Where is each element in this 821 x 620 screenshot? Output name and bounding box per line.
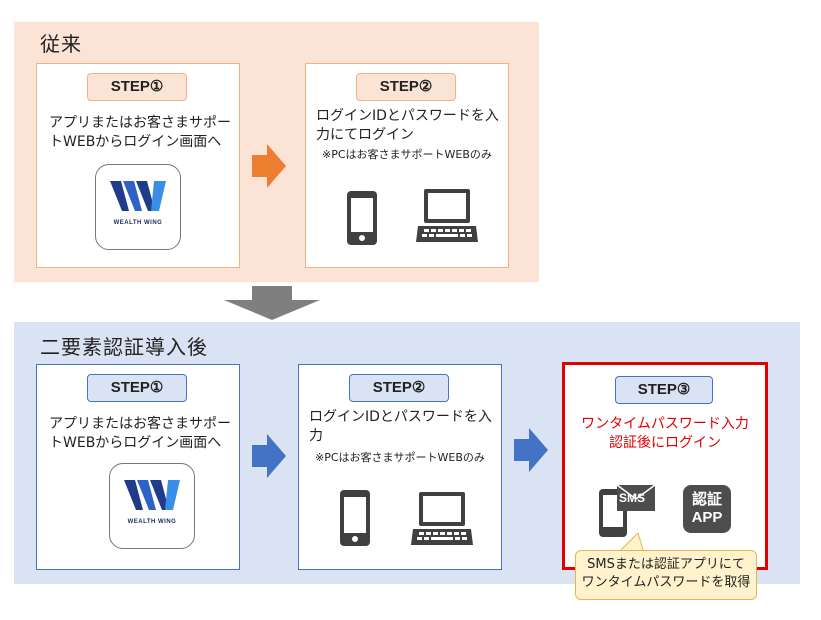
legacy-step2-badge: STEP② bbox=[356, 73, 456, 101]
app-label-line1: 認証 bbox=[691, 491, 722, 508]
two-factor-step3-desc-line1: ワンタイムパスワード入力 bbox=[581, 416, 749, 432]
wealth-wing-logo-icon: WEALTH WING bbox=[109, 463, 195, 549]
laptop-icon bbox=[411, 492, 473, 545]
two-factor-step1-desc-line1: アプリまたはお客さまサポー bbox=[49, 416, 231, 432]
legacy-step1-card: STEP① アプリまたはお客さまサポー トWEBからログイン画面へ WEALTH… bbox=[36, 63, 240, 268]
legacy-step2-card: STEP② ログインIDとパスワードを入 力にてログイン ※PCはお客さまサポー… bbox=[305, 63, 509, 268]
two-factor-step3-card: STEP③ ワンタイムパスワード入力 認証後にログイン SMS 認証 APP bbox=[562, 362, 768, 570]
two-factor-step1-badge: STEP① bbox=[87, 374, 187, 402]
two-factor-step2-desc-line2: 力 bbox=[309, 428, 323, 444]
wealth-wing-logo-icon: WEALTH WING bbox=[95, 164, 181, 250]
two-factor-step1-card: STEP① アプリまたはお客さまサポー トWEBからログイン画面へ WEALTH… bbox=[36, 364, 240, 570]
wealth-wing-logo-mark bbox=[110, 181, 166, 211]
two-factor-step2-note: ※PCはお客さまサポートWEBのみ bbox=[315, 451, 485, 464]
laptop-icon bbox=[416, 189, 478, 242]
legacy-section-title: 従来 bbox=[40, 32, 82, 56]
two-factor-step3-desc-line2: 認証後にログイン bbox=[609, 435, 721, 451]
otp-callout-line2: ワンタイムパスワードを取得 bbox=[581, 575, 751, 590]
legacy-step1-badge: STEP① bbox=[87, 73, 187, 101]
sms-label: SMS bbox=[619, 491, 646, 505]
two-factor-step1-desc: アプリまたはお客さまサポー トWEBからログイン画面へ bbox=[49, 415, 235, 453]
arrow-right-icon bbox=[514, 428, 548, 472]
legacy-step2-desc: ログインIDとパスワードを入 力にてログイン bbox=[316, 107, 506, 145]
legacy-step1-desc-line2: トWEBからログイン画面へ bbox=[49, 134, 222, 150]
legacy-step1-desc: アプリまたはお客さまサポー トWEBからログイン画面へ bbox=[49, 114, 235, 152]
two-factor-step2-desc: ログインIDとパスワードを入 力 bbox=[309, 408, 499, 446]
two-factor-step1-desc-line2: トWEBからログイン画面へ bbox=[49, 435, 222, 451]
legacy-step2-desc-line1: ログインIDとパスワードを入 bbox=[316, 108, 499, 124]
otp-callout-line1: SMSまたは認証アプリにて bbox=[587, 557, 745, 572]
arrow-down-icon bbox=[224, 286, 320, 320]
wealth-wing-logo-mark bbox=[124, 480, 180, 510]
two-factor-section-title: 二要素認証導入後 bbox=[40, 335, 208, 359]
callout-pointer bbox=[617, 533, 645, 553]
two-factor-step2-card: STEP② ログインIDとパスワードを入 力 ※PCはお客さまサポートWEBのみ bbox=[298, 364, 502, 570]
wealth-wing-logo-text: WEALTH WING bbox=[113, 220, 163, 226]
smartphone-icon bbox=[340, 490, 370, 546]
legacy-step2-desc-line2: 力にてログイン bbox=[316, 127, 414, 143]
two-factor-step2-badge: STEP② bbox=[349, 374, 449, 402]
two-factor-step3-desc: ワンタイムパスワード入力 認証後にログイン bbox=[565, 415, 765, 453]
arrow-right-icon bbox=[252, 144, 286, 188]
legacy-step2-note: ※PCはお客さまサポートWEBのみ bbox=[322, 148, 492, 161]
otp-callout: SMSまたは認証アプリにて ワンタイムパスワードを取得 bbox=[575, 550, 757, 600]
authenticator-app-icon: 認証 APP bbox=[683, 485, 731, 533]
sms-phone-icon bbox=[599, 484, 656, 537]
wealth-wing-logo-text: WEALTH WING bbox=[127, 519, 177, 525]
legacy-step1-desc-line1: アプリまたはお客さまサポー bbox=[49, 115, 231, 131]
two-factor-step3-badge: STEP③ bbox=[615, 376, 713, 404]
arrow-right-icon bbox=[252, 434, 286, 478]
smartphone-icon bbox=[347, 191, 377, 245]
two-factor-step2-desc-line1: ログインIDとパスワードを入 bbox=[309, 409, 492, 425]
app-label-line2: APP bbox=[691, 509, 723, 526]
